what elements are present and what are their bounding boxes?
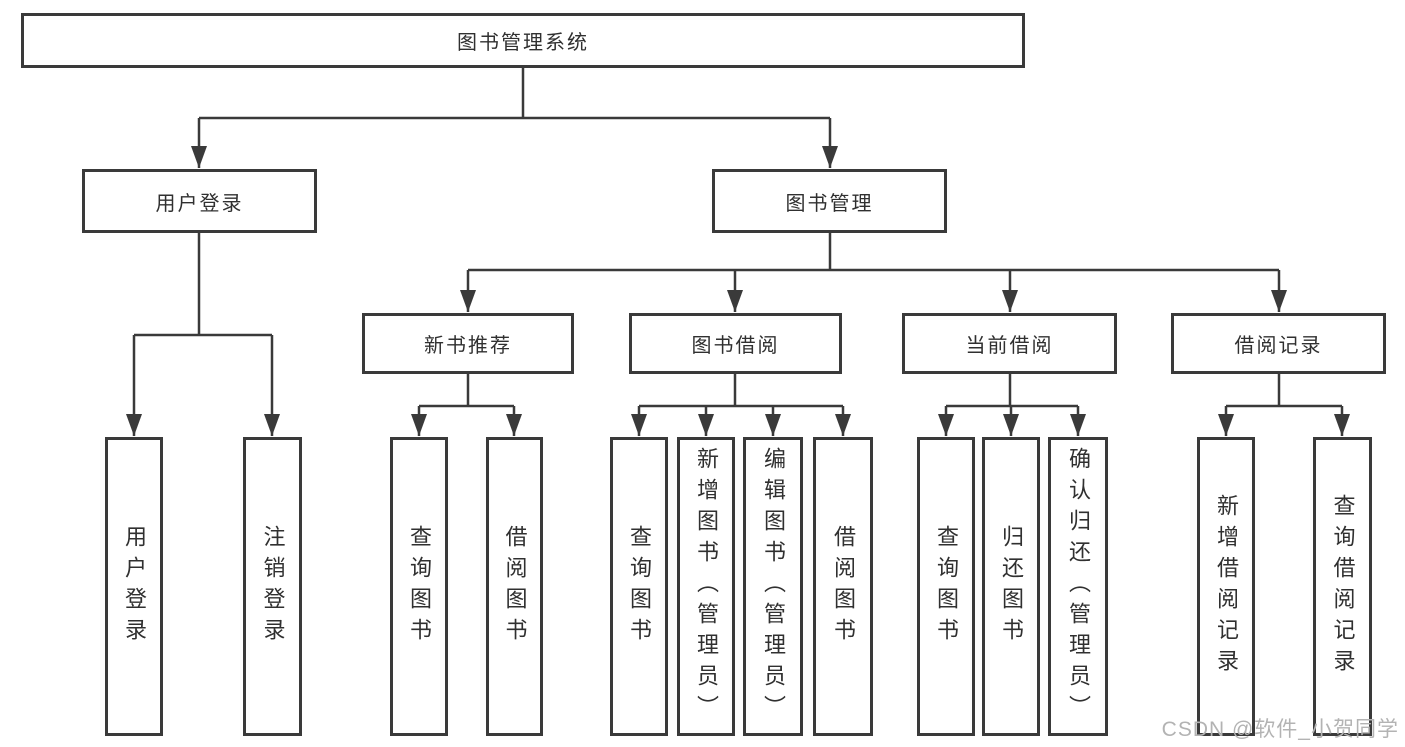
- leaf-query-books-2: 查询图书: [610, 437, 668, 736]
- node-label: 图书管理系统: [457, 32, 589, 54]
- csdn-watermark: CSDN @软件_小贺同学: [1161, 718, 1399, 741]
- leaf-edit-books-admin: 编辑图书（管理员）: [743, 437, 803, 736]
- leaf-logout: 注销登录: [243, 437, 302, 736]
- node-root-system: 图书管理系统: [21, 13, 1025, 68]
- leaf-borrow-books: 借阅图书: [486, 437, 543, 736]
- leaf-add-borrow-record: 新增借阅记录: [1197, 437, 1255, 736]
- leaf-label: 查询借阅记录: [1330, 493, 1356, 680]
- leaf-query-books: 查询图书: [390, 437, 448, 736]
- leaf-label: 编辑图书（管理员）: [761, 447, 786, 726]
- leaf-label: 查询图书: [934, 524, 959, 649]
- leaf-label: 查询图书: [627, 524, 652, 649]
- node-book-borrow: 图书借阅: [629, 313, 842, 374]
- leaf-label: 查询图书: [407, 524, 432, 649]
- node-label: 借阅记录: [1234, 335, 1323, 357]
- leaf-label: 归还图书: [999, 524, 1024, 649]
- node-borrow-records: 借阅记录: [1171, 313, 1386, 374]
- leaf-label: 借阅图书: [502, 524, 528, 649]
- node-current-borrow: 当前借阅: [902, 313, 1117, 374]
- leaf-add-books-admin: 新增图书（管理员）: [677, 437, 735, 736]
- leaf-label: 借阅图书: [831, 524, 856, 649]
- leaf-label: 确认归还（管理员）: [1066, 447, 1091, 726]
- leaf-query-books-3: 查询图书: [917, 437, 975, 736]
- node-new-book-recommend: 新书推荐: [362, 313, 574, 374]
- leaf-label: 用户登录: [122, 524, 147, 649]
- leaf-label: 新增借阅记录: [1214, 493, 1239, 680]
- leaf-query-borrow-record: 查询借阅记录: [1313, 437, 1372, 736]
- node-label: 图书借阅: [691, 335, 780, 357]
- leaf-borrow-books-2: 借阅图书: [813, 437, 873, 736]
- leaf-label: 新增图书（管理员）: [694, 447, 719, 726]
- leaf-return-books: 归还图书: [982, 437, 1040, 736]
- leaf-label: 注销登录: [260, 524, 286, 649]
- node-label: 当前借阅: [965, 335, 1054, 357]
- node-label: 新书推荐: [424, 335, 512, 357]
- leaf-confirm-return-admin: 确认归还（管理员）: [1048, 437, 1108, 736]
- node-label: 用户登录: [155, 192, 244, 215]
- leaf-user-login: 用户登录: [105, 437, 163, 736]
- node-user-login: 用户登录: [82, 169, 317, 233]
- node-book-management: 图书管理: [712, 169, 947, 233]
- node-label: 图书管理: [785, 192, 874, 215]
